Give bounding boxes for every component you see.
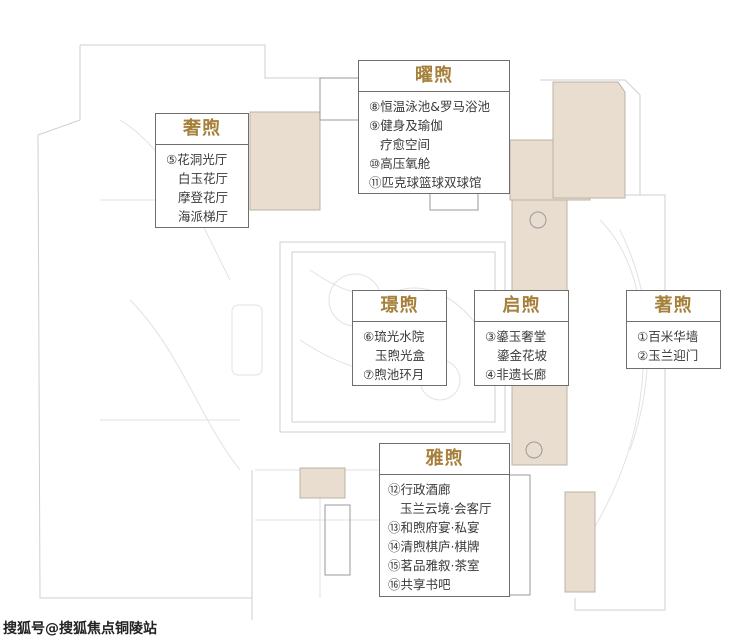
zone-item: 疗愈空间 [380, 137, 431, 152]
zone-title-yaoxu: 曜煦 [359, 61, 509, 92]
zone-item: ⑦煦池环月 [363, 367, 425, 382]
zone-card-jingxu: 璟煦 ⑥琉光水院 玉煦光盒 ⑦煦池环月 [352, 290, 447, 386]
zone-card-qixu: 启煦 ③鎏玉奢堂 鎏金花坡 ④非遗长廊 [474, 290, 569, 386]
outer-boundary-lines [37, 44, 666, 620]
zone-title-zhuxu: 著煦 [627, 291, 720, 322]
watermark-text: 搜狐号@搜狐焦点铜陵站 [3, 621, 157, 637]
zone-item: ③鎏玉奢堂 [485, 329, 547, 344]
zone-title-qixu: 启煦 [475, 291, 568, 322]
zone-item: ⑤花洞光厅 [166, 152, 228, 167]
zone-item: 玉煦光盒 [375, 348, 426, 363]
zone-item: ⑫行政酒廊 [388, 482, 451, 497]
zone-card-shexu: 奢煦 ⑤花洞光厅 白玉花厅 摩登花厅 海派梯厅 [155, 113, 249, 228]
zone-item: ⑪匹克球篮球双球馆 [369, 175, 482, 190]
zone-item: ⑩高压氧舱 [369, 156, 431, 171]
zone-card-zhuxu: 著煦 ①百米华墙 ②玉兰迎门 [626, 290, 721, 369]
zone-item: ①百米华墙 [637, 329, 699, 344]
zone-item: ②玉兰迎门 [637, 348, 699, 363]
zone-item: ④非遗长廊 [485, 367, 547, 382]
zone-item: ⑬和煦府宴·私宴 [388, 520, 480, 535]
zone-item: ⑧恒温泳池&罗马浴池 [369, 99, 490, 114]
zone-item: ⑭清煦棋庐·棋牌 [388, 539, 480, 554]
zone-item: 白玉花厅 [178, 171, 229, 186]
zone-card-yaxu: 雅煦 ⑫行政酒廊 玉兰云境·会客厅 ⑬和煦府宴·私宴 ⑭清煦棋庐·棋牌 ⑮茗品雅… [379, 443, 510, 597]
zone-card-yaoxu: 曜煦 ⑧恒温泳池&罗马浴池 ⑨健身及瑜伽 疗愈空间 ⑩高压氧舱 ⑪匹克球篮球双球… [358, 60, 510, 194]
zone-item: 鎏金花坡 [497, 348, 548, 363]
zone-item: ⑥琉光水院 [363, 329, 425, 344]
zone-item: 海派梯厅 [178, 209, 229, 224]
zone-item: 玉兰云境·会客厅 [400, 501, 492, 516]
zone-item: ⑨健身及瑜伽 [369, 118, 443, 133]
zone-title-shexu: 奢煦 [156, 114, 248, 145]
zone-item: ⑯共享书吧 [388, 577, 451, 592]
zone-item: 摩登花厅 [178, 190, 229, 205]
zone-title-jingxu: 璟煦 [353, 291, 446, 322]
zone-item: ⑮茗品雅叙·茶室 [388, 558, 480, 573]
zone-title-yaxu: 雅煦 [380, 444, 509, 475]
